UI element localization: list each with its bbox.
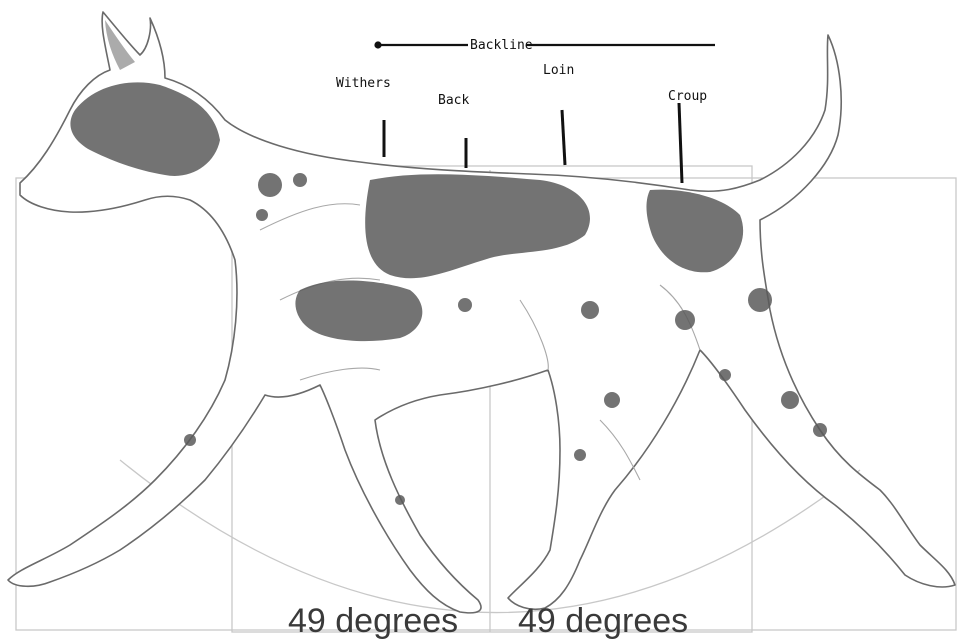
spot [675,310,695,330]
spot [395,495,405,505]
spot [458,298,472,312]
spot [256,209,268,221]
backline-endpoint [376,43,381,48]
spot [293,173,307,187]
backline-indicator [376,43,716,48]
rear-angle-label: 49 degrees [518,602,688,640]
spot [184,434,196,446]
backline-label: Backline [470,38,533,53]
front-angle-label: 49 degrees [288,602,458,640]
croup-label: Croup [668,89,707,104]
croup-marker [679,103,682,183]
withers-label: Withers [336,76,391,91]
spot [748,288,772,312]
spot [813,423,827,437]
back-label: Back [438,93,469,108]
spot [781,391,799,409]
loin-marker [562,110,565,165]
spot [258,173,282,197]
spot [604,392,620,408]
spot [581,301,599,319]
spot [574,449,586,461]
spot [719,369,731,381]
loin-label: Loin [543,63,574,78]
